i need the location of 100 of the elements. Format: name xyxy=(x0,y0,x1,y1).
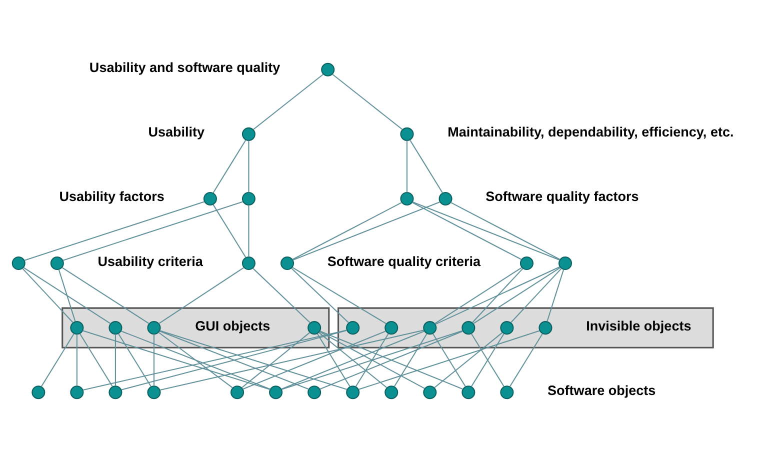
connector xyxy=(252,268,311,323)
connector xyxy=(406,140,408,192)
node-circle xyxy=(280,256,294,270)
connector xyxy=(282,330,463,390)
connector xyxy=(241,332,310,388)
node-circle xyxy=(269,385,283,399)
connector xyxy=(160,329,424,390)
node-circle xyxy=(230,385,244,399)
node-circle xyxy=(108,320,122,334)
label: Software quality factors xyxy=(486,188,639,204)
node-circle xyxy=(242,256,256,270)
connector xyxy=(22,268,74,322)
connector xyxy=(320,330,464,390)
connector xyxy=(510,268,562,322)
connector xyxy=(158,331,234,388)
connector xyxy=(546,269,564,322)
node-circle xyxy=(308,320,322,334)
label: Software objects xyxy=(548,382,656,398)
connector xyxy=(120,330,271,390)
connector xyxy=(410,139,444,193)
connector xyxy=(291,268,350,323)
node-circle xyxy=(384,320,398,334)
connector xyxy=(472,266,561,324)
connector xyxy=(434,332,503,388)
node-circle xyxy=(558,256,572,270)
connector xyxy=(318,332,388,388)
connector xyxy=(160,330,310,390)
node-circle xyxy=(400,126,414,140)
node-circle xyxy=(500,385,514,399)
connector xyxy=(358,330,540,390)
connector xyxy=(450,201,560,260)
connector xyxy=(332,73,403,130)
connector xyxy=(212,139,246,193)
connector xyxy=(40,333,74,386)
connector xyxy=(472,268,524,322)
connector xyxy=(412,201,522,260)
connector xyxy=(76,334,78,386)
node-circle xyxy=(70,385,84,399)
node-circle xyxy=(500,320,514,334)
node-circle xyxy=(423,320,437,334)
connector xyxy=(62,266,150,324)
connector xyxy=(82,330,270,390)
connector xyxy=(412,201,560,260)
node-circle xyxy=(462,320,476,334)
node-circle xyxy=(242,191,256,205)
node-circle xyxy=(147,385,161,399)
connector xyxy=(292,201,440,260)
node-circle xyxy=(242,126,256,140)
connector xyxy=(432,333,466,386)
connector xyxy=(292,266,386,324)
node-circle xyxy=(423,385,437,399)
node-circle xyxy=(346,385,360,399)
node-circle xyxy=(308,385,322,399)
node-label: Usability xyxy=(148,124,205,140)
node-label: Maintainability, dependability, efficiency, etc. xyxy=(448,124,734,140)
connector xyxy=(319,330,425,388)
node-label: Usability and software quality xyxy=(89,60,280,75)
connector xyxy=(355,333,389,386)
connector xyxy=(80,333,113,386)
node-circle xyxy=(520,256,534,270)
node-circle xyxy=(70,320,84,334)
node-circle xyxy=(12,256,26,270)
node-circle xyxy=(346,320,360,334)
connector xyxy=(212,204,246,258)
connector xyxy=(316,333,350,386)
label: Usability factors xyxy=(59,188,164,204)
connector xyxy=(435,266,560,324)
node-circle xyxy=(32,385,46,399)
label: Software quality criteria xyxy=(327,253,481,268)
connector xyxy=(509,333,543,386)
connector xyxy=(62,200,243,260)
node-circle xyxy=(462,385,476,399)
connector xyxy=(248,140,250,192)
connector xyxy=(23,266,111,324)
connector xyxy=(253,73,324,130)
connector xyxy=(281,330,425,390)
connector xyxy=(24,200,204,260)
connector xyxy=(58,269,76,322)
connector xyxy=(160,330,348,390)
node-circle xyxy=(384,385,398,399)
connector xyxy=(153,334,154,386)
label: Usability criteria xyxy=(98,253,203,268)
connector xyxy=(118,333,152,386)
node-circle xyxy=(400,191,414,205)
node-circle xyxy=(108,385,122,399)
node-circle xyxy=(538,320,552,334)
connector xyxy=(248,204,250,256)
connector xyxy=(434,266,522,324)
node-circle xyxy=(438,191,452,205)
node-circle xyxy=(321,62,335,76)
connector xyxy=(242,330,386,390)
connector xyxy=(158,266,244,324)
node-circle xyxy=(147,320,161,334)
connector xyxy=(394,333,428,386)
node-circle xyxy=(203,191,217,205)
cluster: Invisible objects xyxy=(338,306,714,348)
connector xyxy=(114,334,116,386)
connector xyxy=(292,201,402,260)
cluster: GUI objects xyxy=(62,306,330,348)
node-circle xyxy=(50,256,64,270)
